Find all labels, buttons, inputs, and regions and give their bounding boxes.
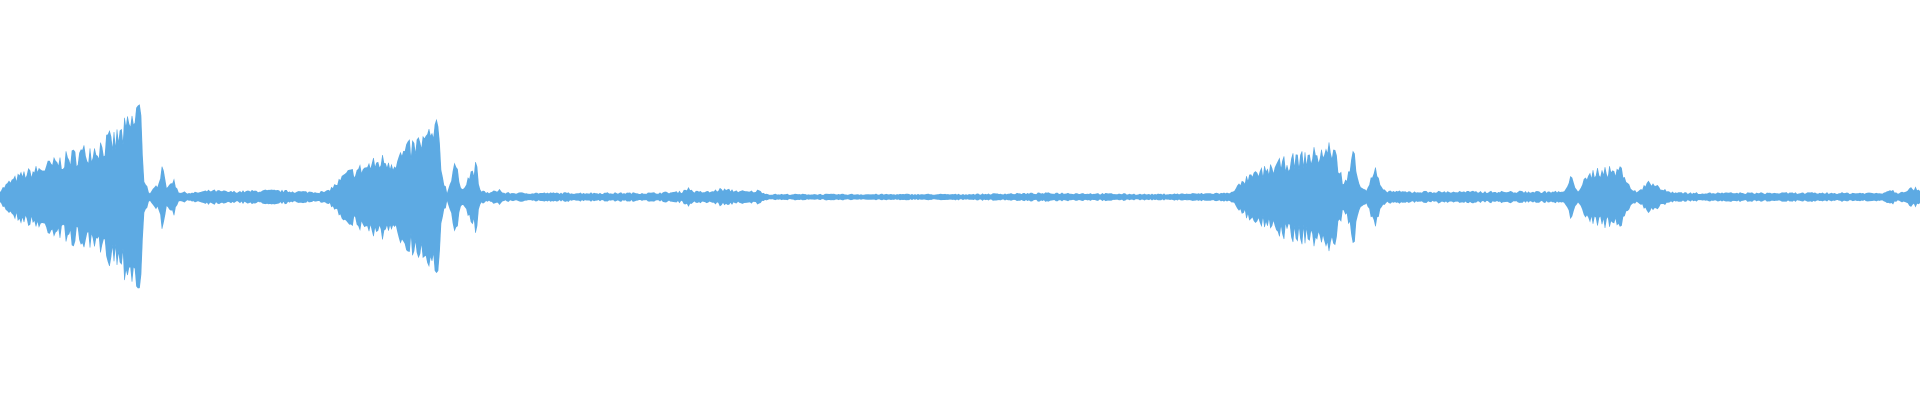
waveform-shape	[0, 104, 1920, 289]
